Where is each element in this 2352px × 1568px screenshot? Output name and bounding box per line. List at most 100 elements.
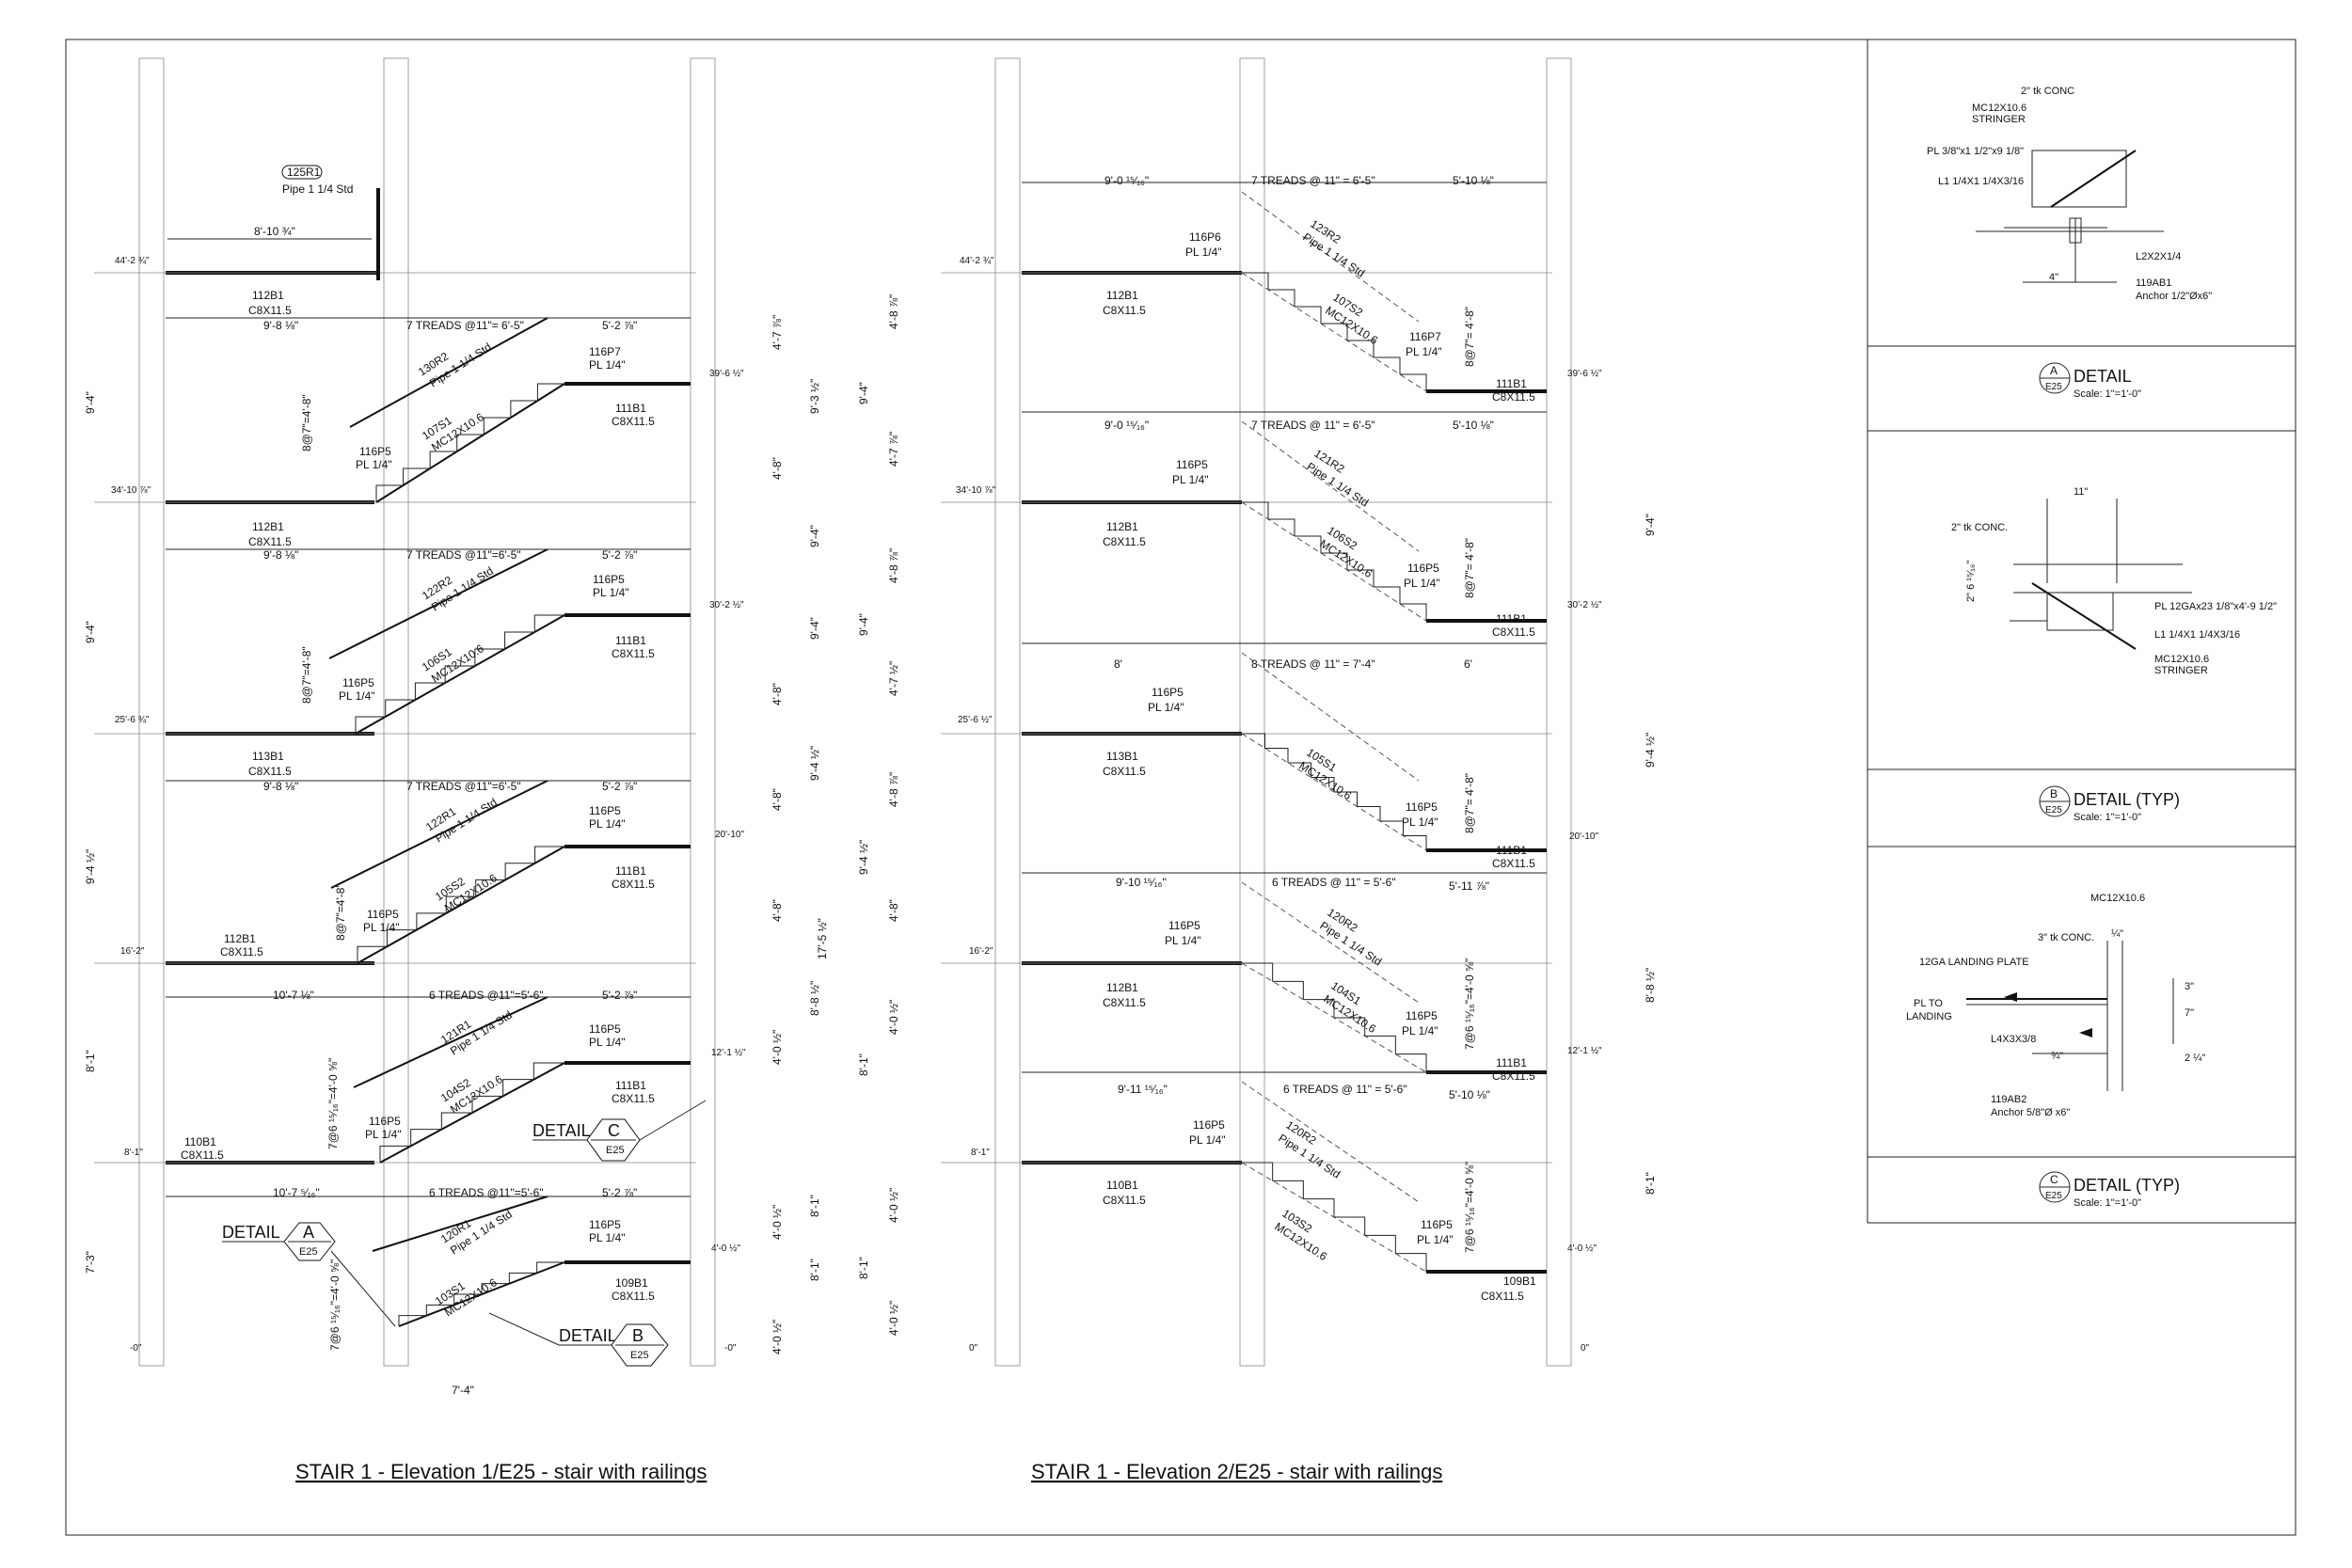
e1-step-3-5 <box>475 879 506 897</box>
e2-flight3-level: 20'-10" <box>1569 832 1598 842</box>
e2-handrail-1 <box>1241 191 1420 323</box>
flight3-landing-dim: 9'-8 ⅛" <box>263 780 298 793</box>
e2-step-3-6 <box>1357 806 1381 821</box>
detail-c-drawing: MC12X10.6 3" tk CONC. 12GA LANDING PLATE… <box>1906 893 2205 1118</box>
flight5-right-dim: 5'-2 ⅞" <box>602 1186 637 1199</box>
e2-zero-level: 0" <box>969 1343 978 1354</box>
detail-a-label-1: 2" tk CONC <box>2021 86 2074 97</box>
floor-height-5: 7'-3" <box>84 1251 97 1274</box>
e1-step-4-1 <box>379 1145 411 1163</box>
elevation2-flight-labels: 7 TREADS @ 11" = 6'-5" 9'-0 ¹⁵⁄₁₆" 5'-10… <box>969 174 1602 1354</box>
e2-step-4-6 <box>1395 1053 1427 1072</box>
e2-flight4-bot-plate: PL 1/4" <box>1402 1024 1438 1037</box>
e2-step-3-4 <box>1311 777 1335 792</box>
flight1-right-dim: 5'-2 ⅞" <box>602 319 637 332</box>
detail-b-title: B E25 DETAIL (TYP) Scale: 1"=1'-0" <box>2039 785 2180 823</box>
e2-left-dim-9: 4'-0 ½" <box>887 1301 900 1336</box>
callout-detail-a[interactable]: DETAIL A E25 <box>222 1222 396 1327</box>
callout-detail-c[interactable]: DETAIL C E25 <box>532 1100 707 1162</box>
e2-flight5-top-plate: PL 1/4" <box>1189 1133 1226 1147</box>
e2-flight5-left-dim: 9'-11 ¹⁵⁄₁₆" <box>1118 1083 1168 1096</box>
e2-flight5-beam: C8X11.5 <box>1481 1290 1524 1303</box>
detail-a-drawing: 2" tk CONC MC12X10.6 STRINGER PL 3/8"x1 … <box>1927 86 2212 302</box>
e2-flight2-bot-plate-tag: 116P5 <box>1407 562 1439 575</box>
detail-b-scale: Scale: 1"=1'-0" <box>2074 812 2141 823</box>
e2-outer-left-3: 9'-4 ½" <box>857 840 870 875</box>
e1-stringer-3 <box>357 846 565 964</box>
e1-step-2-1 <box>355 716 386 734</box>
e2-flight5-level: 4'-0 ½" <box>1567 1243 1597 1254</box>
elevation1-grid <box>138 57 716 1367</box>
e2-step-3-7 <box>1380 820 1404 836</box>
e2-landing4-tag: 112B1 <box>1106 981 1138 994</box>
flight5-beam-tag: 109B1 <box>615 1276 648 1290</box>
detail-c-letter: C <box>2050 1173 2058 1186</box>
e2-step-1-5 <box>1347 340 1375 357</box>
e2-handrail-2 <box>1241 420 1420 552</box>
flight3-bot-plate-tag: 116P5 <box>367 908 399 921</box>
detail-c-label-2: 3" tk CONC. <box>2038 932 2094 943</box>
e2-step-1-1 <box>1242 272 1269 290</box>
e1-step-4-3 <box>440 1112 472 1130</box>
callout-a-sheet: E25 <box>299 1246 318 1258</box>
detail-a-title: A E25 DETAIL Scale: 1"=1'-0" <box>2039 362 2141 400</box>
flight5-top-plate-tag: 116P5 <box>589 1218 621 1231</box>
e1-step-1-4 <box>456 434 485 451</box>
e2-flight1-rise: 8@7"= 4'-8" <box>1463 307 1476 367</box>
elevation1-landing-labels: 112B1 C8X11.5 44'-2 ¾" 112B1 C8X11.5 34'… <box>111 256 292 1162</box>
elevation2-landing-labels: 112B1 C8X11.5 44'-2 ¾" 112B1 C8X11.5 34'… <box>956 256 1146 1207</box>
svg-text:DETAIL: DETAIL <box>532 1121 591 1140</box>
e1-step-1-5 <box>483 417 511 435</box>
landing3-tag: 113B1 <box>252 750 284 763</box>
e2-step-5-2 <box>1272 1180 1304 1199</box>
e2-step-3-8 <box>1403 835 1427 850</box>
e2-landing5-level: 8'-1" <box>971 1148 990 1158</box>
e2-step-1-3 <box>1295 306 1322 324</box>
e2-step-3-1 <box>1242 733 1265 749</box>
landing4-level: 16'-2" <box>120 946 145 957</box>
e1-step-4-5 <box>502 1079 534 1097</box>
e2-step-5-3 <box>1303 1198 1335 1217</box>
e2-flight3-treads: 8 TREADS @ 11" = 7'-4" <box>1251 657 1375 671</box>
e2-flight1-right-dim: 5'-10 ⅛" <box>1453 174 1494 187</box>
e2-landing4-level: 16'-2" <box>969 946 993 957</box>
e1-outer-dim-3: 9'-4" <box>808 617 821 640</box>
e2-step-2-7 <box>1400 603 1427 621</box>
landing5-tag: 110B1 <box>184 1135 216 1148</box>
e1-step-4-2 <box>410 1129 442 1147</box>
e2-flight1-beam: C8X11.5 <box>1492 390 1535 404</box>
e1-step-2-5 <box>474 648 505 666</box>
e1-step-3-1 <box>357 945 388 963</box>
e2-left-dim-4: 4'-7 ½" <box>887 661 900 696</box>
e2-left-dim-6: 4'-8" <box>887 899 900 922</box>
e1-step-3-4 <box>445 895 476 913</box>
detail-c-scale: Scale: 1"=1'-0" <box>2074 1197 2141 1209</box>
flight1-rise: 8@7"=4'-8" <box>300 394 313 451</box>
e2-handrail-4 <box>1241 881 1420 1004</box>
flight4-bot-plate: PL 1/4" <box>365 1128 402 1141</box>
e1-step-3-2 <box>386 929 417 947</box>
e2-flight1-bot-plate: PL 1/4" <box>1406 345 1442 358</box>
e2-flight4-beam-tag: 111B1 <box>1496 1056 1527 1069</box>
callout-detail-b[interactable]: DETAIL B E25 <box>488 1312 669 1367</box>
landing2-level: 34'-10 ⅞" <box>111 485 151 496</box>
e2-flight5-right-dim: 5'-10 ⅛" <box>1449 1088 1490 1101</box>
detail-a-label-7: 119AB1 <box>2136 277 2171 289</box>
flight5-level: 4'-0 ½" <box>711 1243 740 1254</box>
flight3-treads: 7 TREADS @11"=6'-5" <box>406 780 521 793</box>
e2-flight3-right-dim: 6' <box>1464 657 1472 671</box>
elevation1-top-rail: 125R1 Pipe 1 1/4 Std 8'-10 ¾" <box>167 165 380 280</box>
callout-b-letter: B <box>632 1326 644 1345</box>
e2-step-3-2 <box>1264 748 1289 763</box>
e2-step-4-2 <box>1272 980 1304 1000</box>
landing4-beam: C8X11.5 <box>220 945 263 958</box>
flight1-treads: 7 TREADS @11"= 6'-5" <box>406 319 524 332</box>
callout-c-letter: C <box>608 1121 620 1140</box>
e1-step-1-6 <box>510 400 538 418</box>
e1-step-5-2 <box>425 1304 454 1316</box>
floor-height-2: 9'-4" <box>84 621 97 643</box>
flight3-beam-tag: 111B1 <box>615 864 646 878</box>
flight2-bot-plate-tag: 116P5 <box>342 676 374 689</box>
flight2-bot-plate: PL 1/4" <box>339 689 375 703</box>
e1-outer-dim-6: 8'-8 ½" <box>808 981 821 1016</box>
